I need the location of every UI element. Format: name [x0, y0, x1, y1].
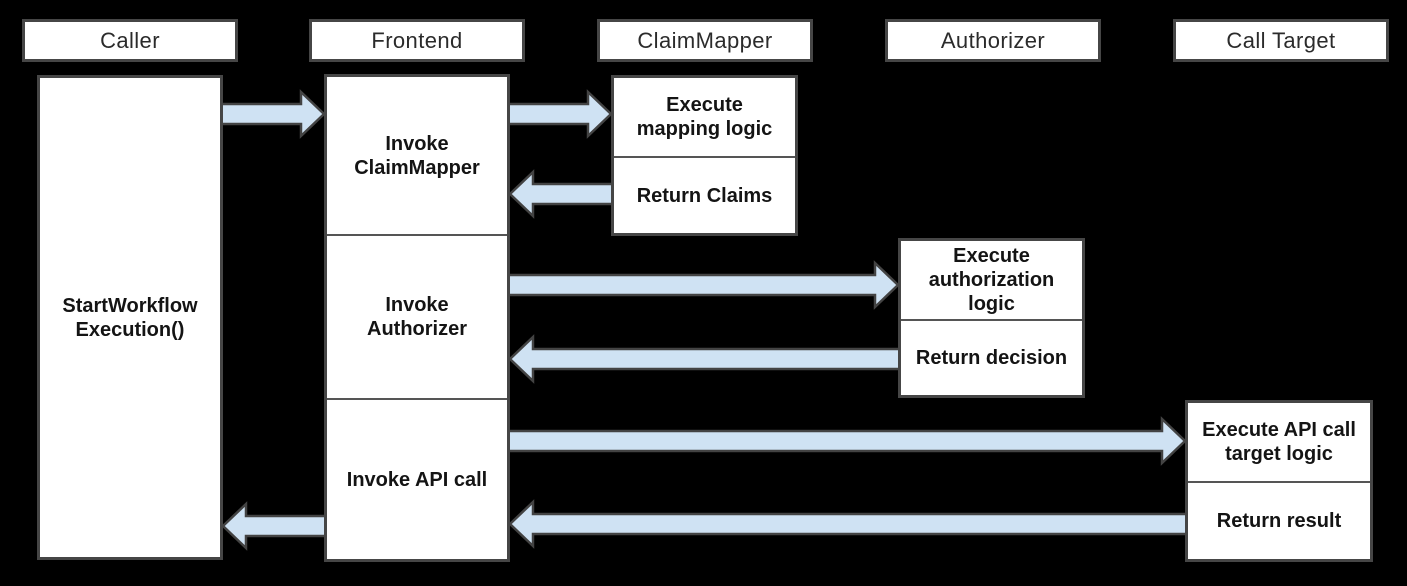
frontend-step-invoke-api-call: Invoke API call [327, 398, 507, 559]
authorizer-step-label: Return decision [915, 347, 1068, 369]
activation-box-claimmapper: Execute mapping logic Return Claims [611, 75, 798, 236]
activation-box-authorizer: Execute authorization logic Return decis… [898, 238, 1085, 398]
frontend-step-label: Invoke Authorizer [367, 294, 467, 340]
frontend-step-invoke-authorizer: Invoke Authorizer [327, 234, 507, 398]
actor-label-claimmapper: ClaimMapper [637, 27, 773, 53]
actor-header-frontend: Frontend [309, 19, 525, 62]
claimmapper-step-return-claims: Return Claims [614, 156, 795, 233]
actor-label-calltarget: Call Target [1226, 27, 1336, 53]
activation-box-caller: StartWorkflow Execution() [37, 75, 223, 560]
claimmapper-step-label: Return Claims [636, 184, 773, 207]
authorizer-step-label: Execute authorization logic [928, 245, 1055, 315]
arrow-frontend-to-authorizer [502, 260, 900, 310]
calltarget-step-label: Execute API call target logic [1202, 419, 1356, 465]
caller-step-label: StartWorkflow Execution() [62, 294, 198, 341]
actor-header-authorizer: Authorizer [885, 19, 1101, 62]
arrow-calltarget-return-to-frontend [508, 499, 1193, 549]
actor-header-claimmapper: ClaimMapper [597, 19, 813, 62]
calltarget-step-label: Return result [1216, 510, 1342, 532]
frontend-step-invoke-claimmapper: Invoke ClaimMapper [327, 77, 507, 234]
arrow-claimmapper-return-to-frontend [508, 169, 619, 219]
frontend-step-label: Invoke ClaimMapper [354, 132, 480, 179]
actor-label-caller: Caller [100, 27, 160, 53]
actor-header-calltarget: Call Target [1173, 19, 1389, 62]
claimmapper-step-label: Execute mapping logic [636, 94, 773, 140]
arrow-caller-to-frontend [215, 89, 326, 139]
actor-label-authorizer: Authorizer [940, 27, 1046, 53]
arrow-frontend-to-calltarget [502, 416, 1187, 466]
claimmapper-step-execute-mapping-logic: Execute mapping logic [614, 78, 795, 156]
activation-box-frontend: Invoke ClaimMapper Invoke Authorizer Inv… [324, 74, 510, 562]
activation-box-calltarget: Execute API call target logic Return res… [1185, 400, 1373, 562]
actor-header-caller: Caller [22, 19, 238, 62]
actor-label-frontend: Frontend [371, 27, 463, 53]
authorizer-step-execute-authorization-logic: Execute authorization logic [901, 241, 1082, 319]
frontend-step-label: Invoke API call [346, 468, 488, 491]
authorizer-step-return-decision: Return decision [901, 319, 1082, 395]
arrow-frontend-to-claimmapper [502, 89, 613, 139]
arrow-frontend-return-to-caller [221, 501, 332, 551]
calltarget-step-return-result: Return result [1188, 481, 1370, 559]
calltarget-step-execute-api-call-target-logic: Execute API call target logic [1188, 403, 1370, 481]
arrow-authorizer-return-to-frontend [508, 334, 906, 384]
